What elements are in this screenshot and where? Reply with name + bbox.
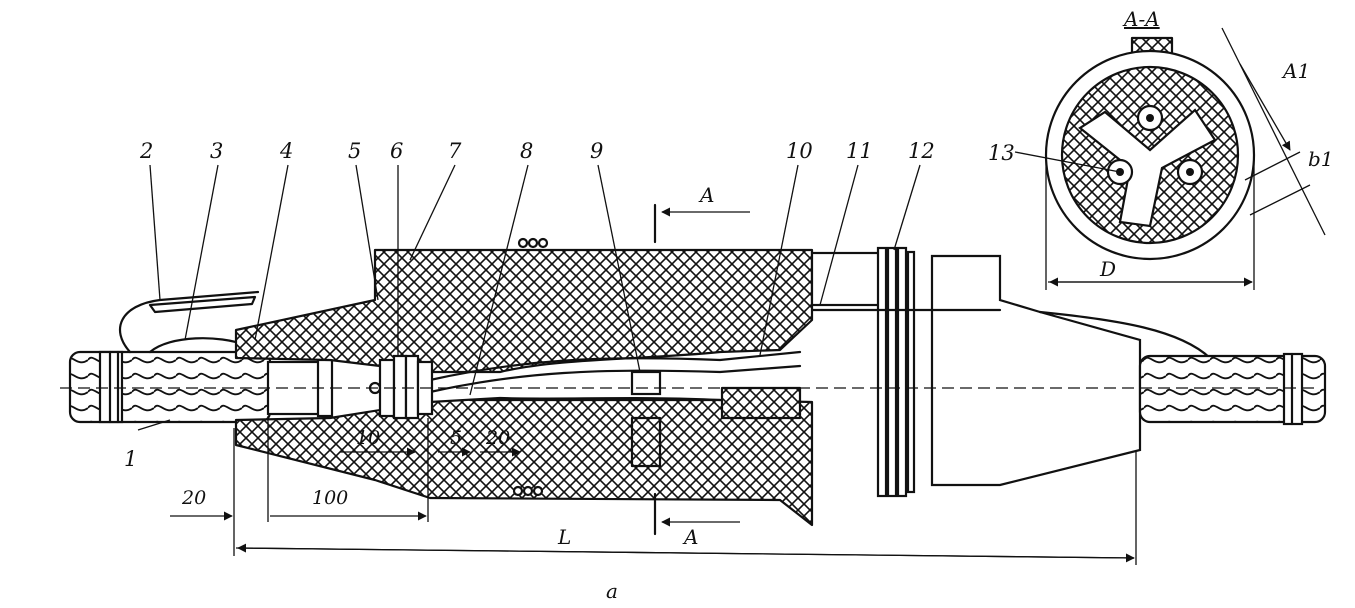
label-3: 3 (210, 139, 223, 163)
part-number-labels: 1 2 3 4 5 6 7 8 9 10 11 12 13 (124, 139, 1015, 471)
dimension-lines (170, 27, 1326, 565)
label-2: 2 (139, 139, 153, 163)
label-8: 8 (520, 139, 533, 163)
label-13: 13 (988, 141, 1015, 165)
epoxy-body (234, 237, 814, 527)
dim-inner-10: 10 (356, 427, 380, 449)
section-view (1044, 36, 1256, 261)
dim-b1: b1 (1308, 147, 1334, 171)
right-housing (810, 246, 1327, 498)
figure-label: a (606, 579, 618, 603)
dimension-labels: 20 100 10 5 20 L D A1 b1 (181, 59, 1334, 549)
label-7: 7 (448, 139, 462, 163)
label-6: 6 (390, 139, 403, 163)
label-1: 1 (124, 447, 137, 471)
section-labels: A A A-A a (606, 7, 1160, 603)
leader-lines (137, 151, 1121, 431)
dim-total-L: L (557, 525, 571, 549)
dim-100: 100 (312, 487, 348, 509)
left-cable (68, 350, 334, 424)
label-10: 10 (786, 139, 813, 163)
section-mark-bottom: A (682, 525, 698, 549)
section-mark-top: A (698, 183, 714, 207)
label-11: 11 (846, 139, 873, 163)
dim-20-left: 20 (181, 487, 206, 509)
label-9: 9 (590, 139, 603, 163)
dim-a1: A1 (1281, 59, 1310, 83)
label-12: 12 (908, 139, 935, 163)
section-view-title: A-A (1122, 7, 1160, 31)
label-5: 5 (348, 139, 361, 163)
dim-inner-5: 5 (450, 427, 462, 449)
dim-inner-20: 20 (485, 427, 510, 449)
label-4: 4 (279, 139, 293, 163)
dim-diameter-D: D (1099, 257, 1116, 281)
